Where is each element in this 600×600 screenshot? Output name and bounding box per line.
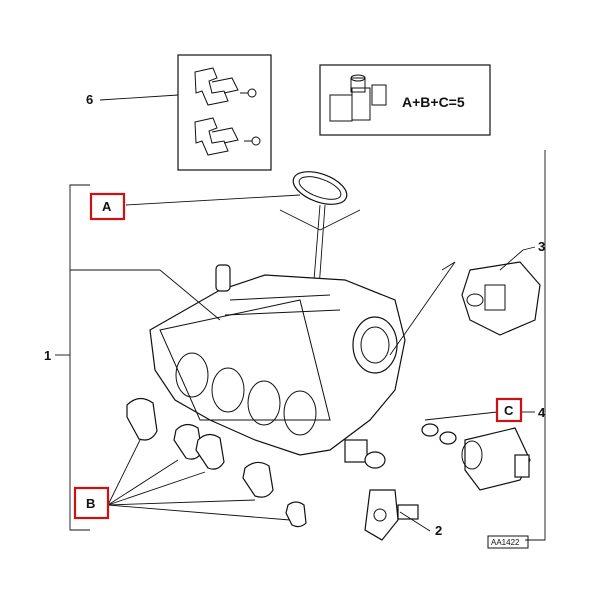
highlight-box-b [73,486,110,520]
temperature-sensor [461,427,531,491]
highlight-box-a [89,192,126,221]
callout-6: 6 [86,92,93,107]
callout-4: 4 [538,405,546,420]
throttle-gasket [292,171,348,205]
kit-formula: A+B+C=5 [402,94,465,110]
highlight-box-c [495,397,523,423]
kit-formula-panel: A+B+C=5 [319,64,491,136]
o-ring [421,423,439,437]
reference-box [487,535,529,549]
o-ring-2 [439,431,457,445]
label-c: C [504,403,514,418]
position-sensor [364,489,419,541]
callout-1: 1 [44,348,51,363]
label-b: B [86,496,95,511]
map-sensor [461,261,541,336]
callout-3: 3 [538,239,545,254]
clip-kit-panel [177,54,272,171]
intake-manifold [149,264,406,469]
port-gaskets [126,397,307,528]
label-a: A [102,199,112,214]
callout-2: 2 [435,523,442,538]
reference-code: AA1422 [491,538,520,547]
